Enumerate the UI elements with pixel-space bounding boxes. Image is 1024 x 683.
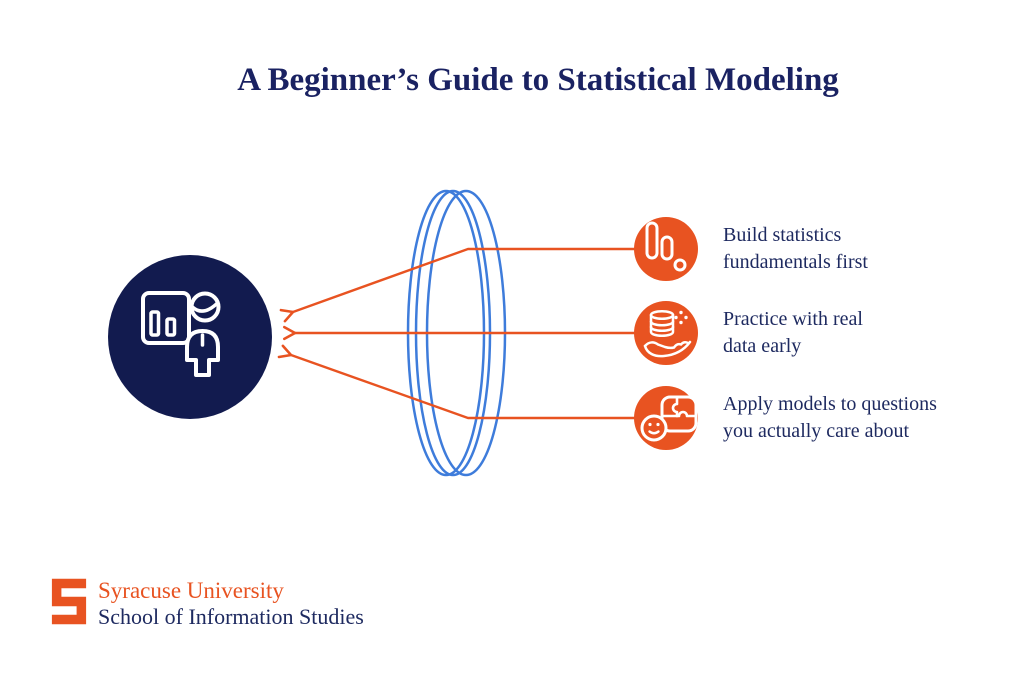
ray-arrow-bottom bbox=[277, 344, 636, 420]
presenter-chart-icon bbox=[141, 291, 221, 377]
page-title: A Beginner’s Guide to Statistical Modeli… bbox=[237, 62, 839, 98]
block-s-logo-icon bbox=[51, 578, 87, 625]
presenter-circle bbox=[108, 255, 272, 419]
tip-label-line: data early bbox=[723, 335, 802, 357]
tip-label-line: Practice with real bbox=[723, 308, 863, 330]
ray-arrow-top bbox=[279, 247, 636, 323]
hand-data-icon bbox=[643, 309, 692, 358]
tip-label-1: Build statistics fundamentals first bbox=[723, 222, 868, 276]
branding-text: Syracuse University School of Informatio… bbox=[98, 578, 364, 630]
tip-label-line: fundamentals first bbox=[723, 251, 868, 273]
tip-label-3: Apply models to questions you actually c… bbox=[723, 391, 937, 445]
tip-label-line: Build statistics bbox=[723, 224, 842, 246]
tip-circle-1 bbox=[634, 217, 698, 281]
tip-label-line: Apply models to questions bbox=[723, 393, 937, 415]
university-name: Syracuse University bbox=[98, 578, 284, 603]
branding-footer: Syracuse University School of Informatio… bbox=[50, 578, 364, 630]
tip-label-line: you actually care about bbox=[723, 420, 910, 442]
bar-stats-icon bbox=[645, 221, 687, 272]
tip-label-2: Practice with real data early bbox=[723, 306, 863, 360]
school-name: School of Information Studies bbox=[98, 604, 364, 629]
tip-circle-3 bbox=[634, 386, 698, 450]
tip-circle-2 bbox=[634, 301, 698, 365]
puzzle-smiley-icon bbox=[640, 395, 698, 442]
